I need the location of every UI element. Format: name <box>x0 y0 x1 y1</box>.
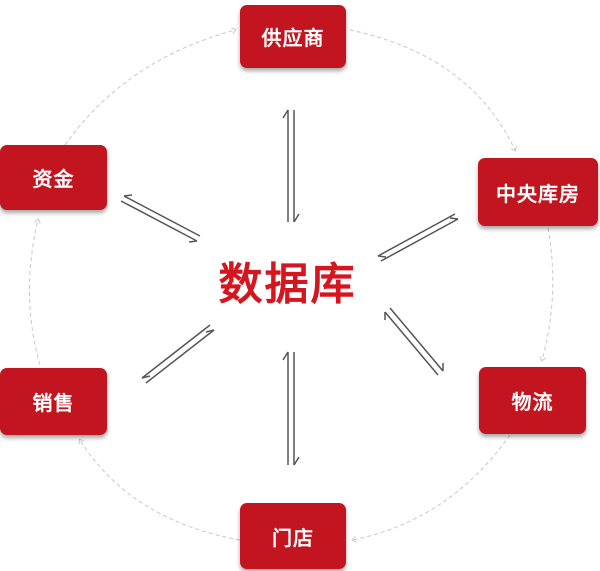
connector-supplier <box>282 109 300 223</box>
center-database-label: 数据库 <box>218 259 357 310</box>
connector-sales <box>141 324 215 384</box>
cycle-arc-store-to-sales <box>78 438 241 541</box>
cycle-arc-funds-to-supplier <box>64 27 237 146</box>
node-sales[interactable]: 销售 <box>0 368 107 435</box>
node-central-warehouse[interactable]: 中央库房 <box>478 158 598 226</box>
connector-central-warehouse <box>377 213 459 262</box>
node-store[interactable]: 门店 <box>240 503 346 569</box>
connector-funds <box>120 194 201 243</box>
node-supplier[interactable]: 供应商 <box>240 5 346 68</box>
connector-logistics <box>384 307 444 376</box>
connectors <box>120 109 459 466</box>
node-logistics[interactable]: 物流 <box>479 367 586 434</box>
cycle-ring <box>28 27 554 543</box>
cycle-arc-supplier-to-warehouse <box>349 29 517 152</box>
connector-store <box>282 351 300 466</box>
cycle-arc-warehouse-to-logistics <box>539 227 554 362</box>
cycle-arc-logistics-to-store <box>351 434 511 543</box>
cycle-arc-sales-to-funds <box>28 218 41 366</box>
node-funds[interactable]: 资金 <box>0 145 107 210</box>
